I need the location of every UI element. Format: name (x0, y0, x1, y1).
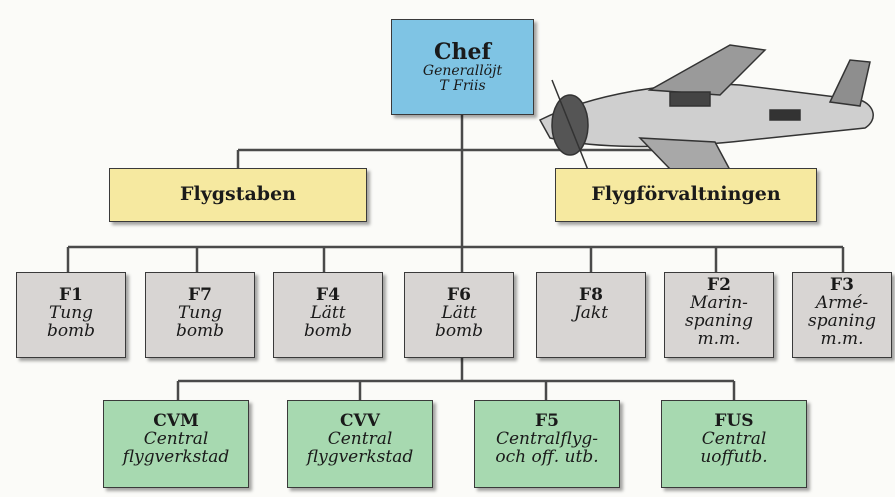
chief-title: Chef (434, 38, 491, 65)
wing-desc: spaning (808, 310, 876, 331)
central-fus-box: FUS Central uoffutb. (661, 400, 807, 488)
central-f5-box: F5 Centralflyg- och off. utb. (474, 400, 620, 488)
chief-box: Chef Generallöjt T Friis (391, 19, 534, 115)
wing-f4-box: F4 Lätt bomb (273, 272, 383, 358)
flygstaben-label: Flygstaben (179, 183, 296, 206)
flygstaben-box: Flygstaben (109, 168, 367, 222)
wing-desc: Tung (48, 302, 94, 323)
central-title: CVV (340, 411, 380, 431)
central-desc: flygverkstad (122, 446, 230, 467)
flygforvaltningen-box: Flygförvaltningen (555, 168, 817, 222)
wing-f3-box: F3 Armé- spaning m.m. (792, 272, 892, 358)
wing-title: F6 (447, 285, 471, 305)
wing-title: F1 (59, 285, 83, 305)
wing-desc: Jakt (573, 302, 609, 323)
chief-name: T Friis (439, 77, 486, 94)
central-title: FUS (714, 411, 754, 431)
wing-desc: Tung (177, 302, 223, 323)
central-desc: uoffutb. (700, 446, 768, 467)
flygforvaltningen-label: Flygförvaltningen (591, 183, 781, 206)
wing-desc: spaning (685, 310, 753, 331)
wing-f6-box: F6 Lätt bomb (404, 272, 514, 358)
central-desc: Centralflyg- (495, 428, 599, 449)
wing-title: F7 (188, 285, 212, 305)
wing-desc: m.m. (820, 328, 864, 349)
wing-desc: Lätt (310, 302, 346, 323)
central-desc: Central (143, 428, 209, 449)
wing-desc: bomb (434, 320, 484, 341)
wing-desc: bomb (175, 320, 225, 341)
wing-desc: m.m. (697, 328, 741, 349)
wing-f7-box: F7 Tung bomb (145, 272, 255, 358)
wing-desc: bomb (303, 320, 353, 341)
central-cvm-box: CVM Central flygverkstad (103, 400, 249, 488)
central-title: F5 (535, 411, 559, 431)
wing-title: F4 (316, 285, 340, 305)
wing-desc: Lätt (441, 302, 477, 323)
wing-title: F8 (579, 285, 603, 305)
wing-title: F2 (707, 275, 731, 295)
wing-f8-box: F8 Jakt (536, 272, 646, 358)
wing-desc: Marin- (690, 292, 748, 313)
central-title: CVM (153, 411, 199, 431)
central-cvv-box: CVV Central flygverkstad (287, 400, 433, 488)
central-desc: flygverkstad (306, 446, 414, 467)
wing-desc: bomb (46, 320, 96, 341)
central-desc: Central (327, 428, 393, 449)
central-desc: Central (701, 428, 767, 449)
wing-desc: Armé- (815, 292, 869, 313)
wing-title: F3 (830, 275, 854, 295)
wing-f1-box: F1 Tung bomb (16, 272, 126, 358)
wing-f2-box: F2 Marin- spaning m.m. (664, 272, 774, 358)
chief-rank: Generallöjt (422, 62, 503, 79)
central-desc: och off. utb. (495, 446, 599, 467)
